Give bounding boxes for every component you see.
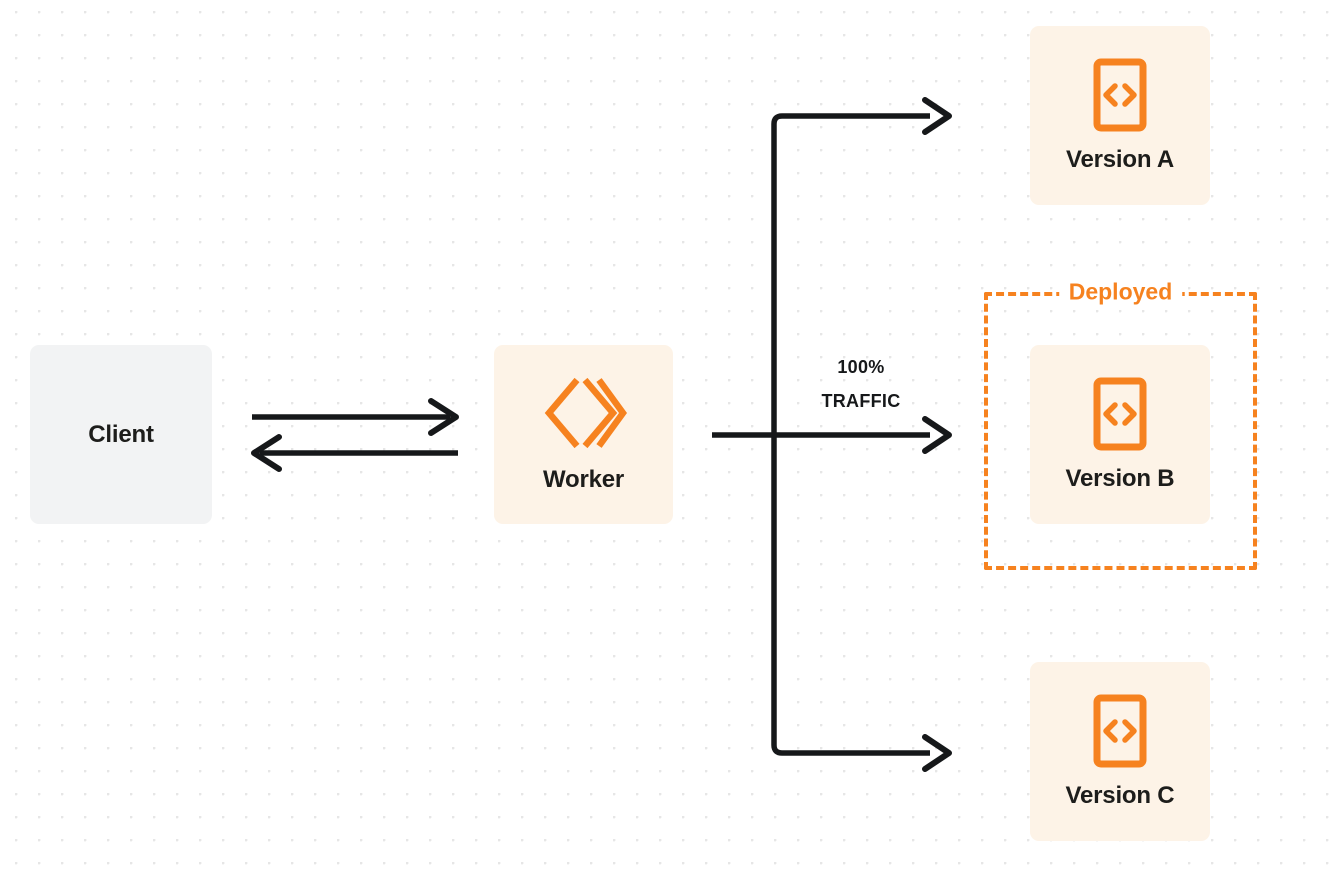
- arrow-client-to-worker: [252, 398, 459, 436]
- cloudflare-workers-logo-icon: [541, 376, 627, 450]
- code-document-icon: [1093, 377, 1147, 451]
- version-c-node[interactable]: Version C: [1030, 662, 1210, 841]
- code-document-icon: [1093, 694, 1147, 768]
- client-node[interactable]: Client: [30, 345, 212, 524]
- client-label: Client: [88, 420, 154, 448]
- arrow-worker-to-version-b: [712, 416, 952, 454]
- arrow-worker-to-client: [251, 434, 458, 472]
- code-document-icon: [1093, 58, 1147, 132]
- version-a-node[interactable]: Version A: [1030, 26, 1210, 205]
- version-c-label: Version C: [1065, 781, 1175, 809]
- worker-node[interactable]: Worker: [494, 345, 673, 524]
- version-b-label: Version B: [1065, 464, 1175, 492]
- traffic-word: TRAFFIC: [821, 391, 901, 412]
- arrow-trunk-to-version-a: [922, 97, 952, 135]
- traffic-label: 100% TRAFFIC: [786, 350, 936, 418]
- version-b-node[interactable]: Version B: [1030, 345, 1210, 524]
- version-a-label: Version A: [1065, 145, 1175, 173]
- traffic-percent: 100%: [837, 357, 885, 377]
- worker-label: Worker: [542, 465, 625, 493]
- arrow-trunk-to-version-c: [922, 734, 952, 772]
- traffic-trunk-line: [771, 113, 930, 756]
- deployed-group-box: Deployed: [984, 280, 1257, 570]
- deployed-group-label: Deployed: [1058, 280, 1183, 304]
